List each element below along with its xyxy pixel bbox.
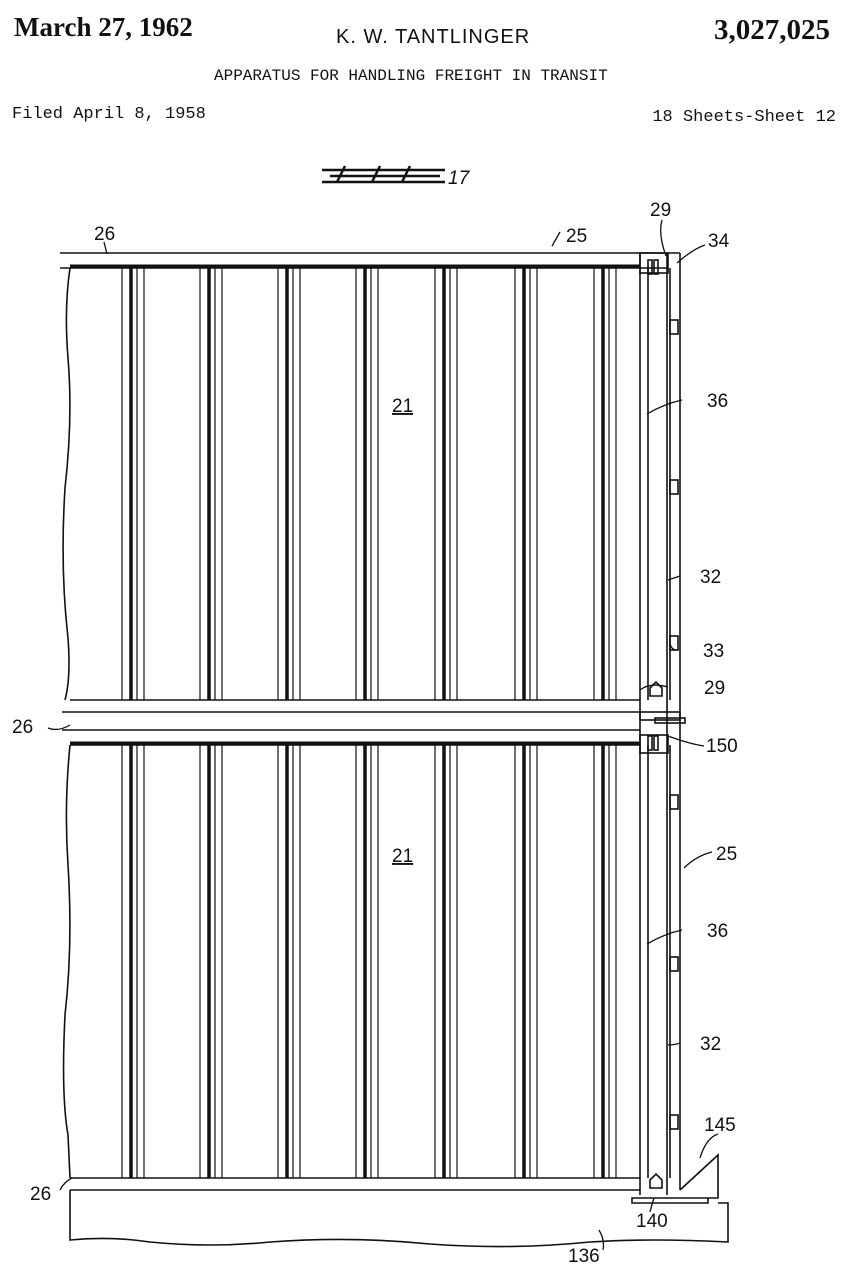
- svg-text:32: 32: [700, 1034, 721, 1055]
- svg-text:26: 26: [94, 224, 115, 245]
- panel-frame: [60, 252, 729, 1248]
- svg-text:17: 17: [448, 168, 471, 189]
- reference-numerals: 26 25 29 34 21 36 32 33 29 26 150 21 25 …: [12, 200, 738, 1267]
- svg-text:32: 32: [700, 567, 721, 588]
- patent-title: APPARATUS FOR HANDLING FREIGHT IN TRANSI…: [214, 67, 608, 85]
- svg-text:25: 25: [716, 844, 737, 865]
- patent-number: 3,027,025: [714, 14, 830, 46]
- figure-label: 17: [322, 165, 471, 189]
- svg-text:36: 36: [707, 391, 728, 412]
- svg-text:150: 150: [706, 736, 738, 757]
- svg-text:25: 25: [566, 226, 587, 247]
- svg-text:145: 145: [704, 1115, 736, 1136]
- patent-date: March 27, 1962: [14, 12, 193, 42]
- filing-date: Filed April 8, 1958: [12, 105, 206, 124]
- svg-text:21: 21: [392, 846, 413, 867]
- svg-text:29: 29: [704, 678, 725, 699]
- inventor-name: K. W. TANTLINGER: [336, 26, 531, 48]
- svg-text:29: 29: [650, 200, 671, 221]
- svg-text:136: 136: [568, 1246, 600, 1267]
- leader-lines: [47, 219, 719, 1251]
- sheet-count: 18 Sheets-Sheet 12: [652, 108, 836, 127]
- svg-text:140: 140: [636, 1211, 668, 1232]
- svg-text:36: 36: [707, 921, 728, 942]
- panel-stiffeners: [121, 268, 617, 1178]
- svg-text:34: 34: [708, 231, 730, 252]
- svg-text:26: 26: [30, 1184, 51, 1205]
- svg-text:26: 26: [12, 717, 33, 738]
- svg-text:21: 21: [392, 396, 413, 417]
- svg-text:33: 33: [703, 641, 724, 662]
